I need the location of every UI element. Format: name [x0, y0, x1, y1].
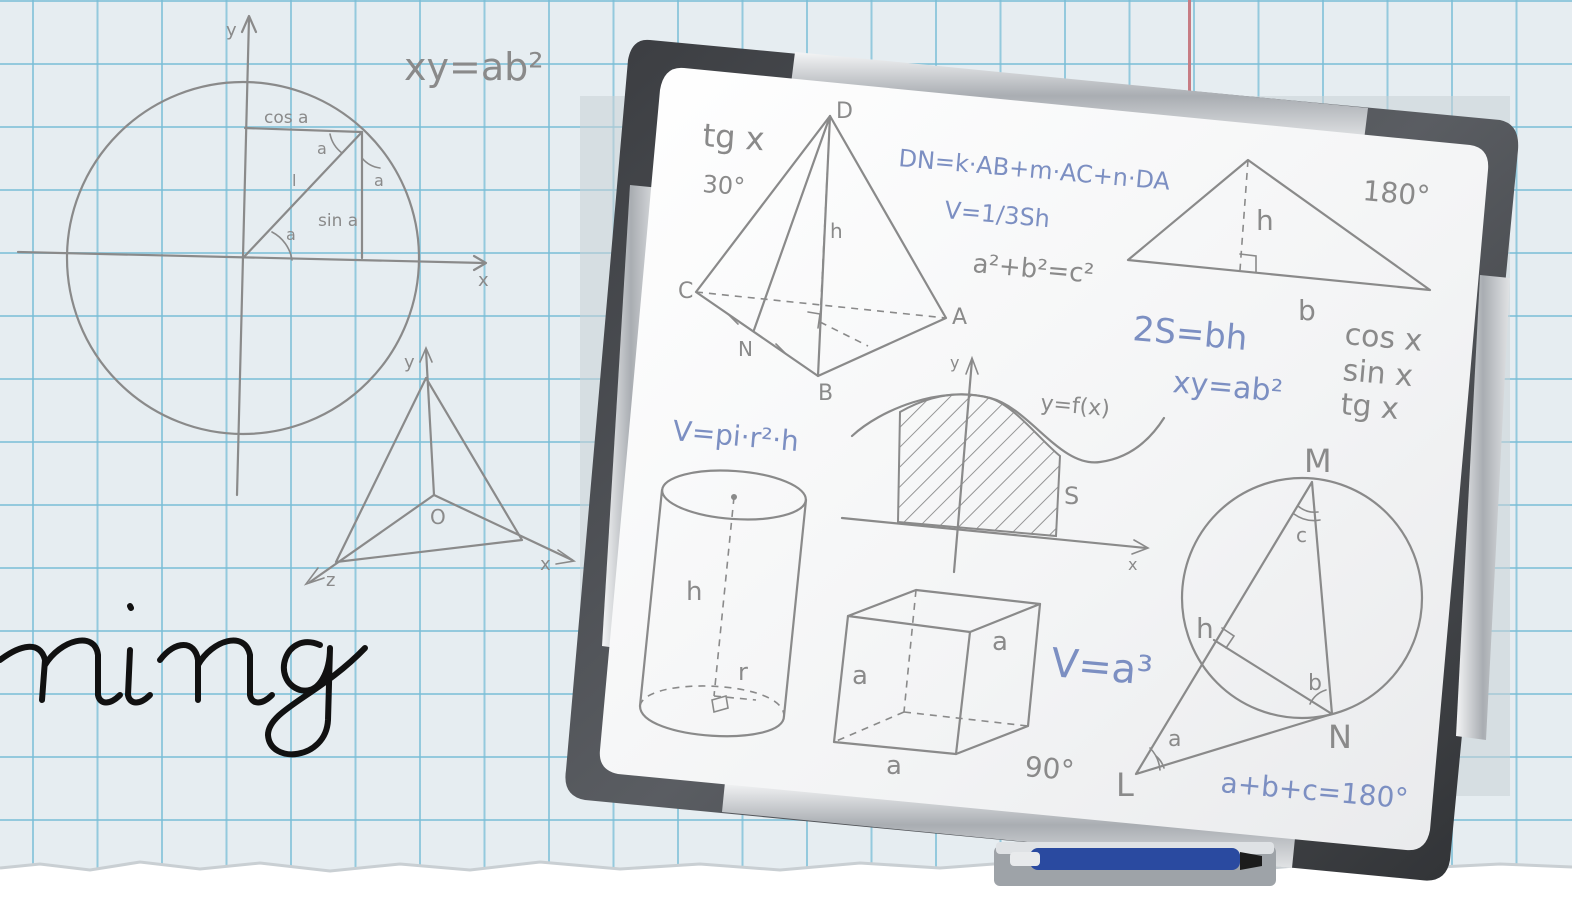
triangle-height: h [1256, 204, 1274, 237]
cylinder-radius: r [738, 658, 748, 686]
pyramid-drawing [694, 114, 948, 378]
circle-vertex-m: M [1304, 442, 1332, 480]
cube-formula: V=a³ [1049, 640, 1154, 695]
graph-axis-y: y [950, 353, 959, 372]
cylinder-height: h [686, 577, 702, 607]
board-content: D C A B N h tg x 30° DN=k·AB+m·AC+n·DA V… [638, 99, 1432, 815]
circle-angle-b: b [1308, 671, 1322, 696]
graph-function: y=f(x) [1039, 391, 1110, 422]
circle-vertex-l: L [1116, 766, 1134, 804]
cube-edge-left: a [852, 661, 868, 691]
red-margin-line [1188, 0, 1191, 92]
pyramid-vertex-c: C [678, 279, 693, 304]
angle-90: 90° [1023, 750, 1075, 787]
angle-label-right: a [374, 171, 384, 190]
paper-axis-y: y [226, 20, 237, 41]
3d-axes-sketch [303, 345, 577, 586]
3d-axis-x: x [540, 554, 551, 575]
radius-label: l [292, 171, 296, 190]
pyramid-vertex-a: A [952, 305, 967, 330]
graph-area: S [1064, 482, 1079, 510]
pyramid-vertex-b: B [818, 381, 833, 406]
height-triangle-drawing [1126, 158, 1432, 292]
graph-axis-x: x [1128, 555, 1137, 574]
triangle-base: b [1298, 294, 1316, 327]
integral-graph [840, 355, 1166, 574]
cube-edge-right: a [992, 627, 1008, 657]
cylinder-drawing [638, 469, 808, 738]
trig-cos: cos x [1343, 317, 1424, 359]
3d-axis-z: z [326, 570, 335, 591]
circle-angle-c: c [1296, 523, 1307, 547]
pyramid-vertex-n: N [738, 337, 753, 361]
script-word-ning [0, 603, 368, 758]
pyramid-height: h [830, 219, 843, 243]
top-left-func: tg x [701, 116, 765, 158]
sin-label: sin a [318, 211, 358, 231]
paper-formula: xy=ab² [404, 45, 543, 89]
trig-sin: sin x [1341, 353, 1414, 394]
trig-tg: tg x [1339, 387, 1400, 427]
circle-vertex-n: N [1328, 718, 1352, 756]
circle-angle-a: a [1168, 727, 1181, 752]
area-formula: 2S=bh [1131, 309, 1249, 359]
3d-axis-y: y [404, 352, 415, 373]
circle-height-h: h [1196, 612, 1214, 645]
cube-edge-bottom: a [886, 751, 902, 781]
paper-axis-x: x [478, 270, 489, 291]
angle-label-origin: a [286, 225, 296, 244]
angle-30: 30° [702, 170, 746, 201]
3d-origin: O [430, 505, 446, 529]
unit-circle-sketch [16, 14, 488, 497]
pyramid-vertex-d: D [836, 99, 853, 124]
cos-label: cos a [264, 108, 308, 128]
cube-drawing [832, 588, 1042, 756]
circle-triangle-drawing [1134, 476, 1424, 776]
angle-label-top: a [317, 139, 327, 158]
angle-180: 180° [1361, 174, 1431, 213]
